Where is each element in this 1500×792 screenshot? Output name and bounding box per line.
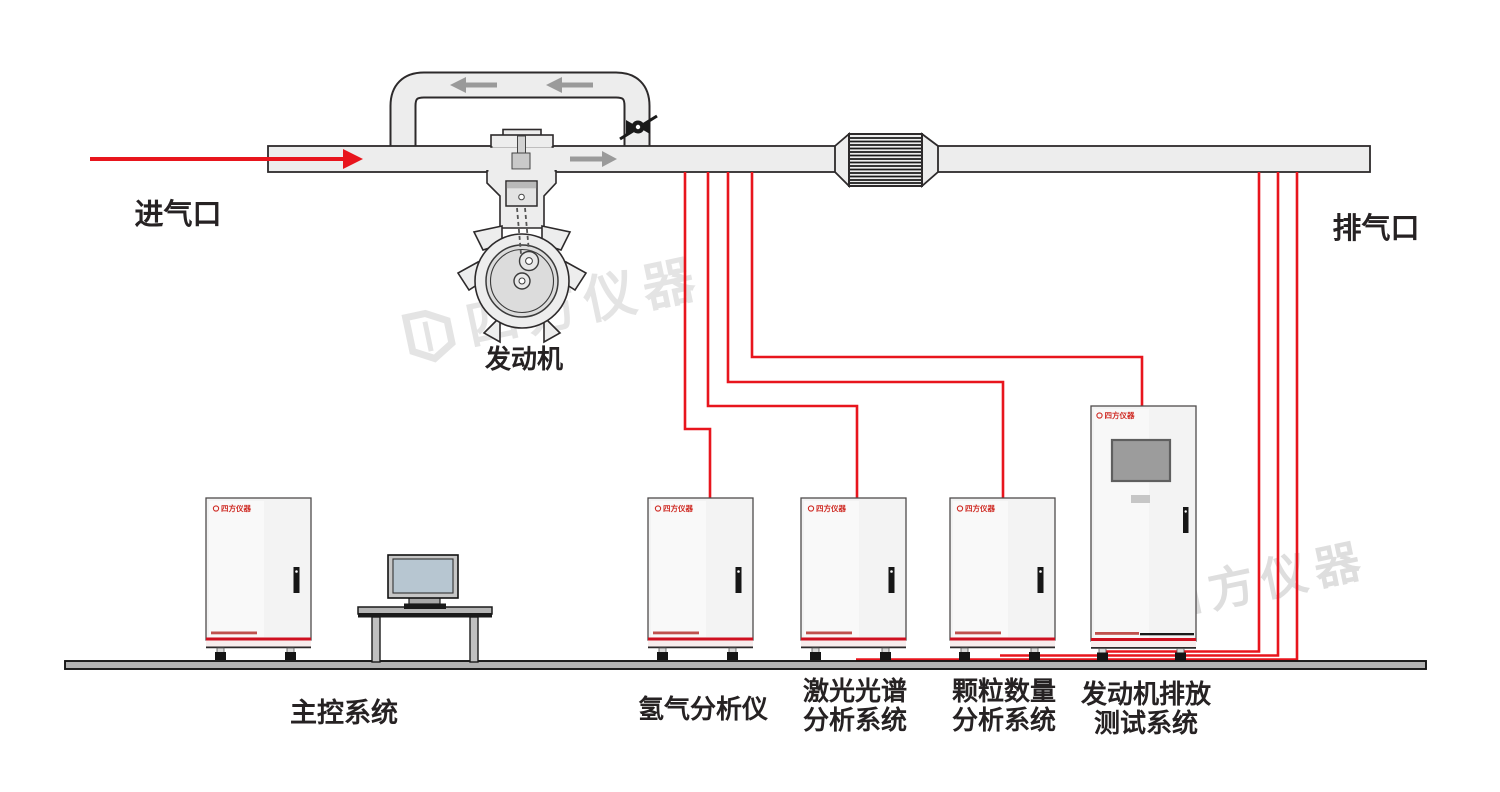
tailpipe-line-3 (856, 172, 1299, 661)
cabinet-foot (1097, 652, 1108, 661)
tailpipe-line-2 (1000, 172, 1280, 657)
flow-arrow-left-1 (450, 77, 497, 93)
labels: 进气口 排气口 发动机 主控系统 氢气分析仪 激光光谱 分析系统 颗粒数量 分析… (134, 197, 1419, 739)
engine-assembly (456, 128, 588, 344)
cabinet-particle-counter (949, 497, 1056, 661)
label-particle-line2: 分析系统 (952, 705, 1056, 736)
bypass-valve-icon (619, 114, 658, 141)
tailpipe-line-1 (1103, 172, 1261, 653)
label-engine: 发动机 (484, 344, 563, 375)
muffler (834, 132, 939, 189)
monitor-screen (392, 558, 454, 594)
sample-lines (683, 172, 1299, 661)
vent-slot (1131, 495, 1150, 503)
label-laser-line1: 激光光谱 (803, 676, 907, 707)
sample-line-emission (750, 172, 1144, 406)
red-stripe (1091, 638, 1196, 641)
label-emission-line1: 发动机排放 (1080, 679, 1212, 710)
cabinet-hydrogen-analyzer (647, 497, 754, 661)
sample-line-particle (726, 172, 1005, 498)
cabinet-foot (1175, 652, 1186, 661)
label-particle-line1: 颗粒数量 (952, 676, 1056, 707)
cabinet-main-control (205, 497, 312, 661)
floor-line (64, 660, 1427, 670)
connecting-rod (516, 207, 522, 255)
cabinet-logo-text: 四方仪器 (1105, 410, 1135, 420)
sample-line-hydrogen (683, 172, 712, 498)
label-emission-line2: 测试系统 (1094, 708, 1198, 739)
flow-arrow-left-2 (546, 77, 593, 93)
label-hydrogen-analyzer: 氢气分析仪 (638, 694, 769, 725)
injector-icon (511, 135, 531, 170)
cabinet-laser-spectroscopy (800, 497, 907, 661)
bypass-loop (389, 71, 651, 150)
workstation-monitor (387, 554, 459, 609)
intake-exhaust-pipe (267, 145, 1371, 173)
label-intake: 进气口 (134, 197, 221, 231)
door-handle (1183, 507, 1189, 533)
cabinet-screen (1110, 438, 1172, 483)
intake-flow-arrow (90, 149, 363, 169)
label-exhaust: 排气口 (1332, 211, 1419, 245)
model-text-smudge (1095, 632, 1139, 635)
cabinet-emission-test-system: 四方仪器 (1090, 405, 1197, 661)
workstation-table (357, 606, 493, 663)
sample-line-laser (706, 172, 859, 498)
muffler-fins (850, 137, 921, 184)
label-main-control: 主控系统 (290, 697, 398, 729)
flow-arrow-right (570, 151, 617, 167)
label-laser-line2: 分析系统 (803, 705, 907, 736)
